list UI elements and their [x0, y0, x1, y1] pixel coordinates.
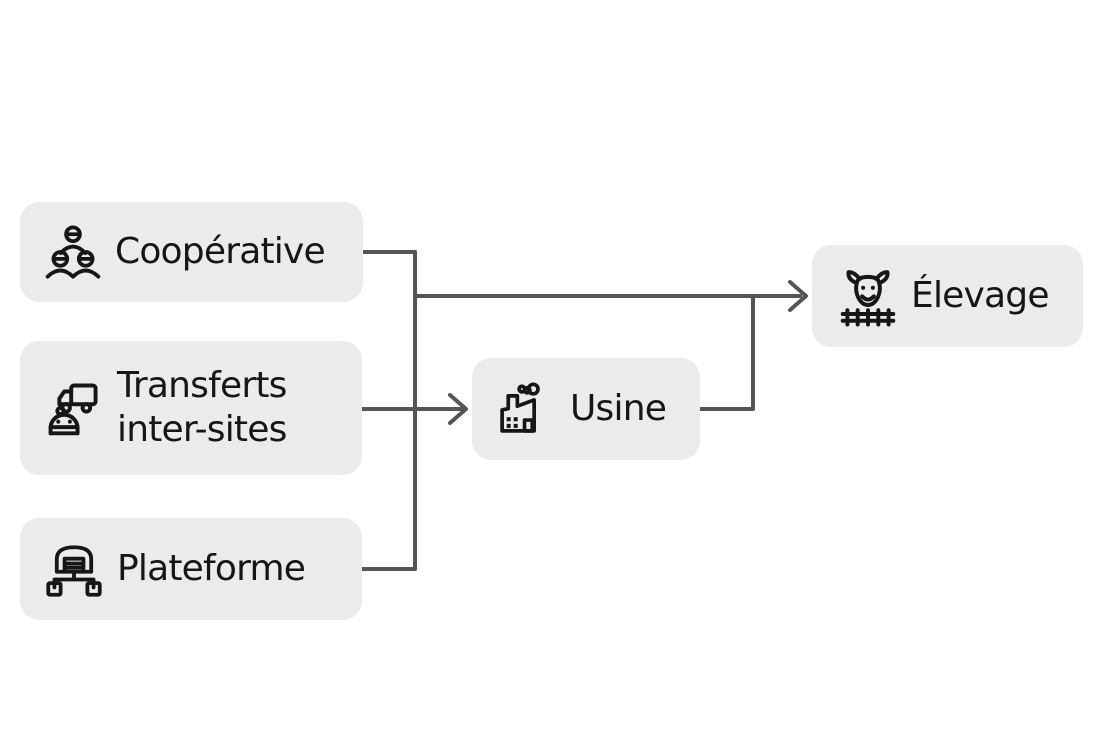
node-label: Élevage: [911, 275, 1049, 317]
node-label: Plateforme: [117, 548, 306, 590]
node-usine[interactable]: Usine: [472, 358, 700, 460]
factory-icon: [500, 382, 540, 433]
node-plateforme[interactable]: Plateforme: [20, 518, 362, 620]
cow-fence-icon: [840, 270, 896, 327]
node-elevage[interactable]: Élevage: [812, 245, 1083, 347]
people-group-icon: [45, 225, 101, 279]
node-label: Transferts inter-sites: [117, 365, 287, 450]
courier-truck-icon: [48, 383, 98, 436]
node-cooperative[interactable]: Coopérative: [20, 202, 363, 302]
edge-usine-to-elevage: [698, 294, 755, 411]
node-transferts-inter-sites[interactable]: Transferts inter-sites: [20, 341, 362, 475]
arrowhead-elevage: [788, 280, 808, 312]
node-label: Usine: [570, 388, 667, 430]
node-label: Coopérative: [115, 231, 326, 273]
arrowhead-usine: [448, 393, 468, 425]
warehouse-network-icon: [46, 545, 102, 597]
